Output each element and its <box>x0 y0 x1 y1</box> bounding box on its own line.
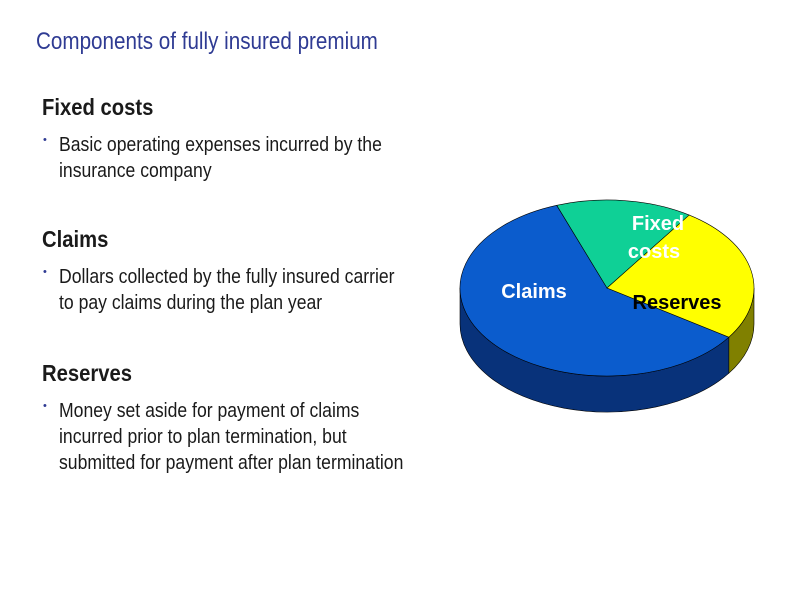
section-reserves: Reserves • Money set aside for payment o… <box>42 360 452 476</box>
section-fixed-costs: Fixed costs • Basic operating expenses i… <box>42 94 452 184</box>
pie-label-fixed-costs-line2: costs <box>628 241 680 263</box>
pie-tops <box>459 199 755 377</box>
pie-slice-fixed-costs <box>556 199 690 289</box>
section-heading-claims: Claims <box>42 226 109 252</box>
pie-slice-claims <box>459 204 730 377</box>
pie-labels: Claims Fixed costs Reserves <box>501 213 721 314</box>
pie-slice-reserves <box>606 214 755 338</box>
bullet-icon: • <box>43 134 47 146</box>
section-claims: Claims • Dollars collected by the fully … <box>42 226 452 316</box>
bullet-text-fixed-costs: Basic operating expenses incurred by the… <box>59 134 382 182</box>
section-heading-fixed-costs: Fixed costs <box>42 94 154 120</box>
pie-label-claims: Claims <box>501 281 567 303</box>
pie-label-reserves: Reserves <box>633 292 722 314</box>
bullet-fixed-costs: • Basic operating expenses incurred by t… <box>42 132 452 184</box>
pie-label-fixed-costs-line1: Fixed <box>632 213 684 235</box>
pie-chart: Claims Fixed costs Reserves <box>459 199 755 413</box>
slide-title: Components of fully insured premium <box>36 28 378 55</box>
section-heading-reserves: Reserves <box>42 360 133 386</box>
content-area: Fixed costs • Basic operating expenses i… <box>42 94 452 476</box>
bullet-icon: • <box>43 400 47 412</box>
bullet-text-claims: Dollars collected by the fully insured c… <box>59 266 395 314</box>
bullet-icon: • <box>43 266 47 278</box>
bullet-reserves: • Money set aside for payment of claims … <box>42 398 452 476</box>
bullet-claims: • Dollars collected by the fully insured… <box>42 264 452 316</box>
bullet-text-reserves: Money set aside for payment of claims in… <box>59 400 404 474</box>
